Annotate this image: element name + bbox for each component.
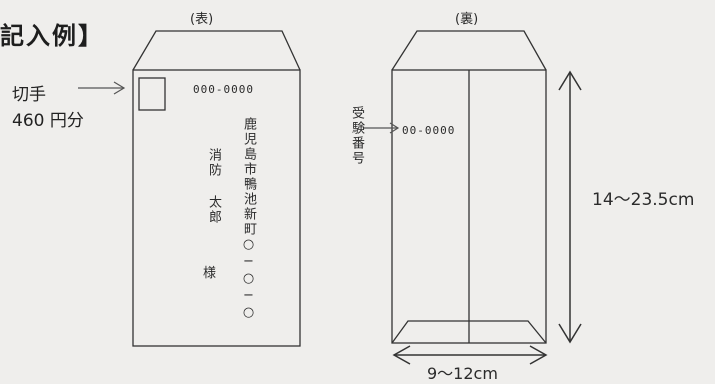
exam-number-label: 受験番号 xyxy=(349,106,364,166)
back-label: (裏) xyxy=(455,12,479,27)
address: 鹿児島市鴨池新町○−○−○ xyxy=(241,117,256,322)
front-label: (表) xyxy=(190,12,214,27)
height-dimension-icon xyxy=(558,70,582,344)
bottom-flap xyxy=(391,320,547,344)
stamp-annotation: 切手 460 円分 xyxy=(12,82,84,134)
front-body xyxy=(132,69,301,347)
stamp-arrow-icon xyxy=(78,81,126,95)
section-heading: 記入例】 xyxy=(0,22,104,50)
recipient-name: 消防 太郎 xyxy=(206,148,221,225)
stamp-label: 切手 xyxy=(12,85,46,105)
front-envelope xyxy=(132,30,301,347)
width-label: 9〜12cm xyxy=(427,364,498,383)
stamp-box xyxy=(138,77,166,111)
honorific: 様 xyxy=(203,266,217,281)
exam-arrow-icon xyxy=(363,122,400,134)
back-envelope xyxy=(391,30,547,344)
envelope-diagram xyxy=(78,30,582,365)
exam-number: 00-0000 xyxy=(402,124,456,137)
back-flap xyxy=(391,30,547,71)
height-label: 14〜23.5cm xyxy=(590,185,697,210)
width-dimension-icon xyxy=(392,345,548,365)
zip-code: 000-0000 xyxy=(193,83,254,96)
stamp-amount: 460 円分 xyxy=(12,111,84,131)
front-flap xyxy=(132,30,301,71)
